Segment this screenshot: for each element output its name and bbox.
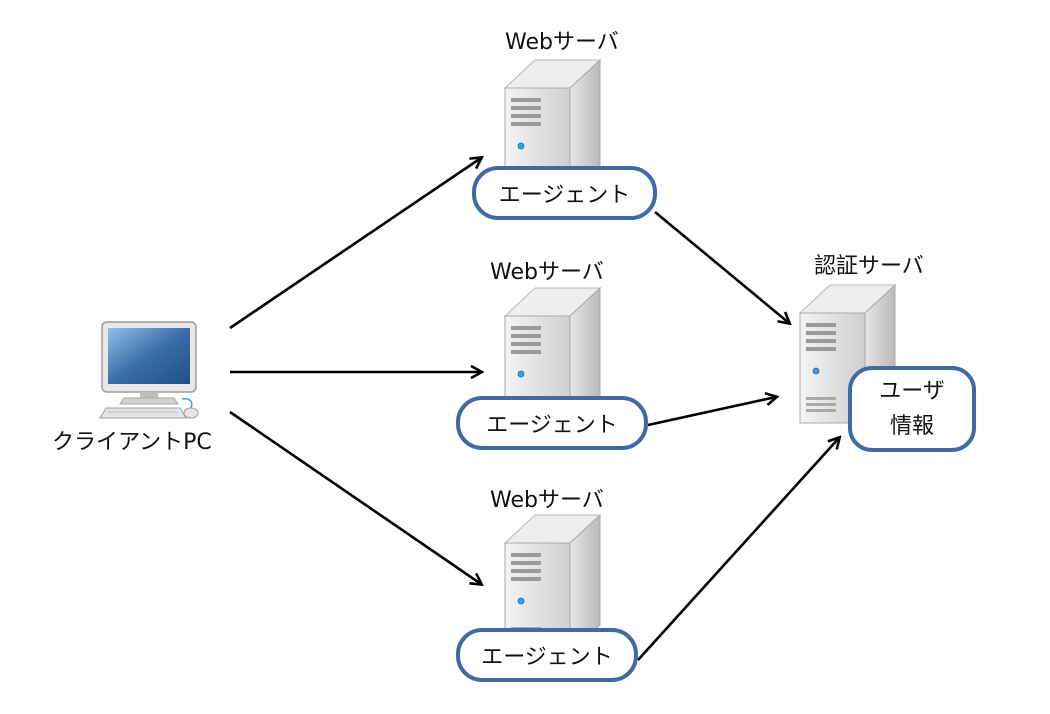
user-info-line1: ユーザ bbox=[879, 378, 945, 404]
client-pc-label: クライアントPC bbox=[52, 430, 212, 455]
user-info-store: ユーザ 情報 bbox=[848, 366, 976, 452]
arrow-agent2-to-auth bbox=[647, 397, 776, 427]
agent-box-2: エージェント bbox=[456, 396, 648, 450]
user-info-line2: 情報 bbox=[889, 414, 934, 439]
agent-box-1: エージェント bbox=[472, 166, 657, 220]
auth-server-label: 認証サーバ bbox=[814, 254, 924, 279]
agent-label: エージェント bbox=[486, 413, 618, 438]
arrow-agent1-to-auth bbox=[654, 210, 789, 323]
web-server-1-label: Webサーバ bbox=[505, 30, 619, 55]
web-server-2-label: Webサーバ bbox=[490, 260, 604, 285]
agent-box-3: エージェント bbox=[456, 628, 638, 682]
desktop-pc-icon bbox=[99, 321, 199, 419]
arrow-agent3-to-auth bbox=[637, 438, 839, 661]
arrow-client-to-web3 bbox=[229, 410, 481, 584]
arrow-client-to-web1 bbox=[229, 158, 481, 330]
agent-label: エージェント bbox=[481, 645, 613, 670]
agent-label: エージェント bbox=[498, 183, 631, 208]
web-server-3-label: Webサーバ bbox=[490, 488, 604, 513]
